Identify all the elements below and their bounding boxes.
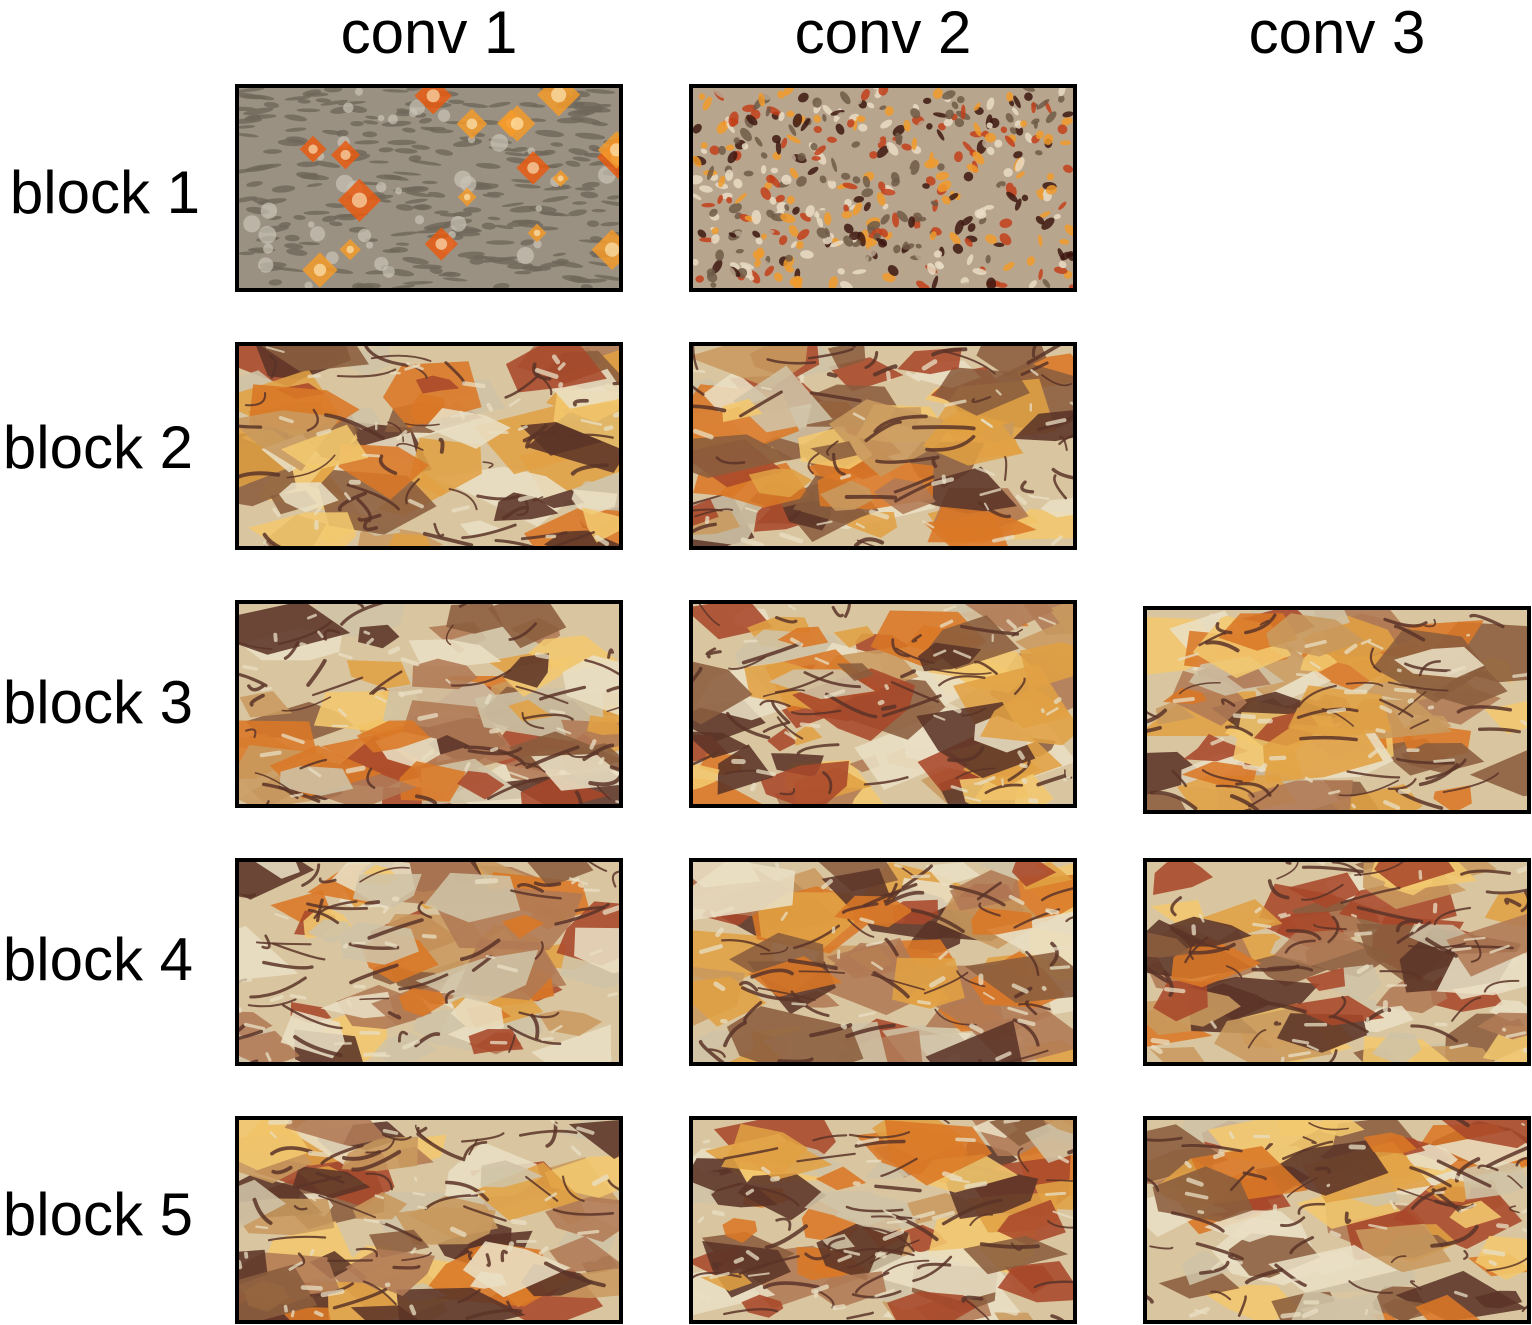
- column-label-conv-1: conv 1: [340, 0, 518, 66]
- tile-block-2-conv-1: [235, 342, 623, 550]
- tile-block-5-conv-3: [1143, 1116, 1531, 1324]
- row-label-block-2: block 2: [2, 414, 193, 481]
- row-label-block-1: block 1: [9, 159, 200, 226]
- tile-block-4-conv-1: [235, 858, 623, 1066]
- tile-block-5-conv-1: [235, 1116, 623, 1324]
- column-label-conv-2: conv 2: [794, 0, 972, 66]
- tile-block-5-conv-2: [689, 1116, 1077, 1324]
- tile-block-1-conv-2: [689, 84, 1077, 292]
- row-label-block-3: block 3: [2, 669, 193, 736]
- tile-block-2-conv-2: [689, 342, 1077, 550]
- row-label-block-4: block 4: [2, 926, 193, 993]
- row-label-block-5: block 5: [2, 1181, 193, 1248]
- tile-block-4-conv-2: [689, 858, 1077, 1066]
- tile-block-3-conv-2: [689, 600, 1077, 808]
- tile-block-4-conv-3: [1143, 858, 1531, 1066]
- column-label-conv-3: conv 3: [1248, 0, 1426, 66]
- tile-block-3-conv-3: [1143, 606, 1531, 814]
- tile-block-3-conv-1: [235, 600, 623, 808]
- tile-block-1-conv-1: [235, 84, 623, 292]
